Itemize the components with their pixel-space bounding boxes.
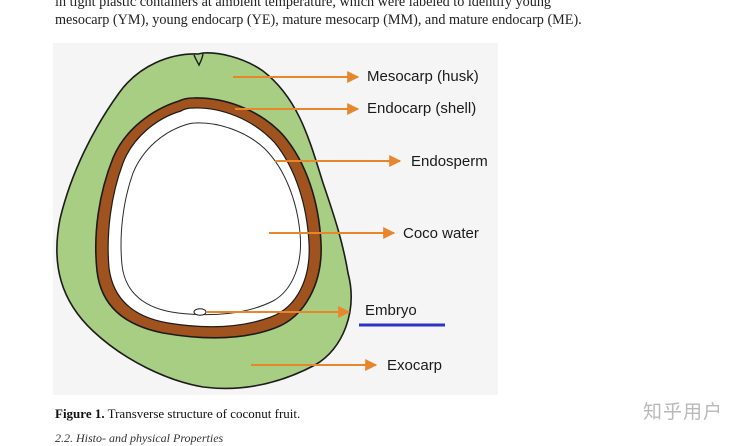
caption-label: Figure 1. — [55, 406, 105, 421]
husk-notch — [193, 52, 204, 67]
caption-text: Transverse structure of coconut fruit. — [107, 406, 301, 421]
label-endosperm: Endosperm — [411, 153, 488, 170]
label-mesocarp: Mesocarp (husk) — [367, 68, 479, 85]
coco-water-cavity — [120, 122, 302, 316]
label-embryo: Embryo — [365, 302, 417, 319]
label-coco-water: Coco water — [403, 225, 479, 242]
coconut-diagram: Mesocarp (husk) Endocarp (shell) Endospe… — [56, 52, 488, 390]
body-paragraph: in tight plastic containers at ambient t… — [55, 0, 695, 29]
next-section-heading: 2.2. Histo- and physical Properties — [55, 431, 224, 445]
label-endocarp: Endocarp (shell) — [367, 100, 476, 117]
figure-caption: Figure 1. Transverse structure of coconu… — [55, 406, 300, 422]
coconut-figure: Mesocarp (husk) Endocarp (shell) Endospe… — [53, 43, 498, 395]
watermark: 知乎用户 — [643, 401, 724, 423]
embryo-shape — [193, 308, 207, 316]
label-exocarp: Exocarp — [387, 357, 442, 374]
body-line-1: in tight plastic containers at ambient t… — [55, 0, 552, 10]
body-line-2: mesocarp (YM), young endocarp (YE), matu… — [55, 12, 582, 28]
